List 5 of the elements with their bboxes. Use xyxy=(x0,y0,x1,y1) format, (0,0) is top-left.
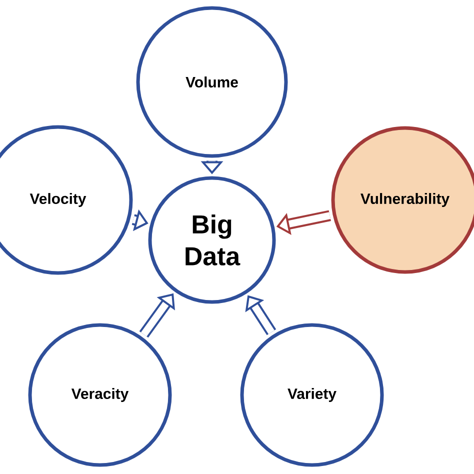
circle-node: Veracity xyxy=(28,323,172,467)
circle-node: Volume xyxy=(136,6,288,158)
circle-node: Vulnerability xyxy=(331,126,474,274)
circle-node: Variety xyxy=(240,323,384,467)
circle-node: Big Data xyxy=(148,176,276,304)
